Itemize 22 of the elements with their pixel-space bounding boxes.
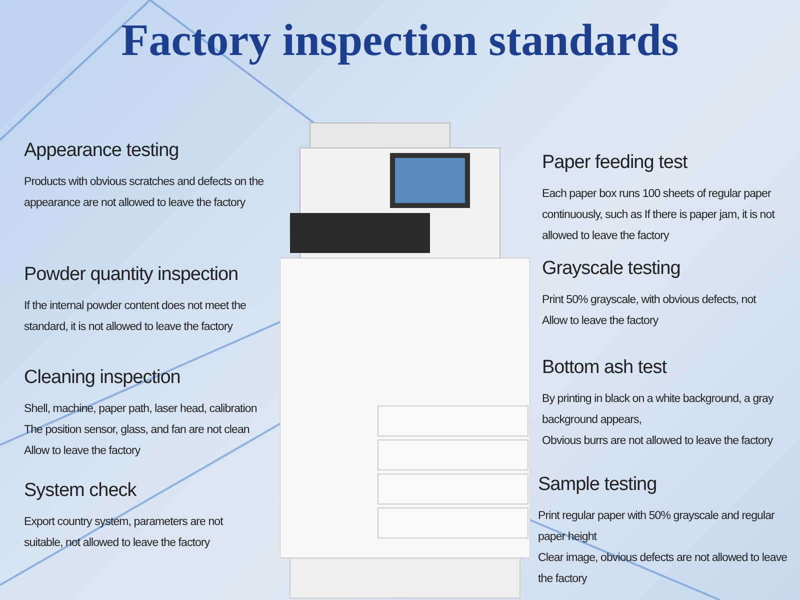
description-text: Each paper box runs 100 sheets of regular paper continuously, such as If there is paper jam, it is not allowed to leave the factory: [542, 187, 776, 244]
description-text: Shell, machine, paper path, laser head, calibration: [24, 402, 258, 417]
description-text: The position sensor, glass, and fan are not clean: [24, 423, 250, 438]
description-text: If the internal powder content does not meet the standard, it is not allowed to leave the factory: [24, 299, 247, 335]
section-heading: Grayscale testing: [542, 258, 682, 280]
section-heading: Bottom ash test: [542, 357, 668, 379]
page-title: Factory inspection standards: [120, 14, 680, 66]
section-heading: Paper feeding test: [542, 152, 689, 174]
section-heading: Sample testing: [538, 474, 658, 496]
description-text: Products with obvious scratches and defects on the appearance are not allowed to leave the factory: [24, 175, 265, 211]
section-heading: System check: [24, 480, 138, 502]
description-text: Print regular paper with 50% grayscale and regular paper height: [538, 509, 776, 545]
description-text: Clear image, obvious defects are not allowed to leave the factory: [538, 551, 788, 587]
description-text: Export country system, parameters are not suitable, not allowed to leave the factory: [24, 515, 224, 551]
description-text: Obvious burrs are not allowed to leave the factory: [542, 434, 774, 449]
description-text: Allow to leave the factory: [24, 444, 142, 459]
section-heading: Powder quantity inspection: [24, 264, 240, 286]
section-heading: Cleaning inspection: [24, 367, 182, 389]
description-text: Allow to leave the factory: [542, 314, 660, 329]
description-text: Print 50% grayscale, with obvious defects, not: [542, 293, 758, 308]
section-heading: Appearance testing: [24, 140, 180, 162]
description-text: By printing in black on a white background, a gray background appears,: [542, 392, 774, 428]
